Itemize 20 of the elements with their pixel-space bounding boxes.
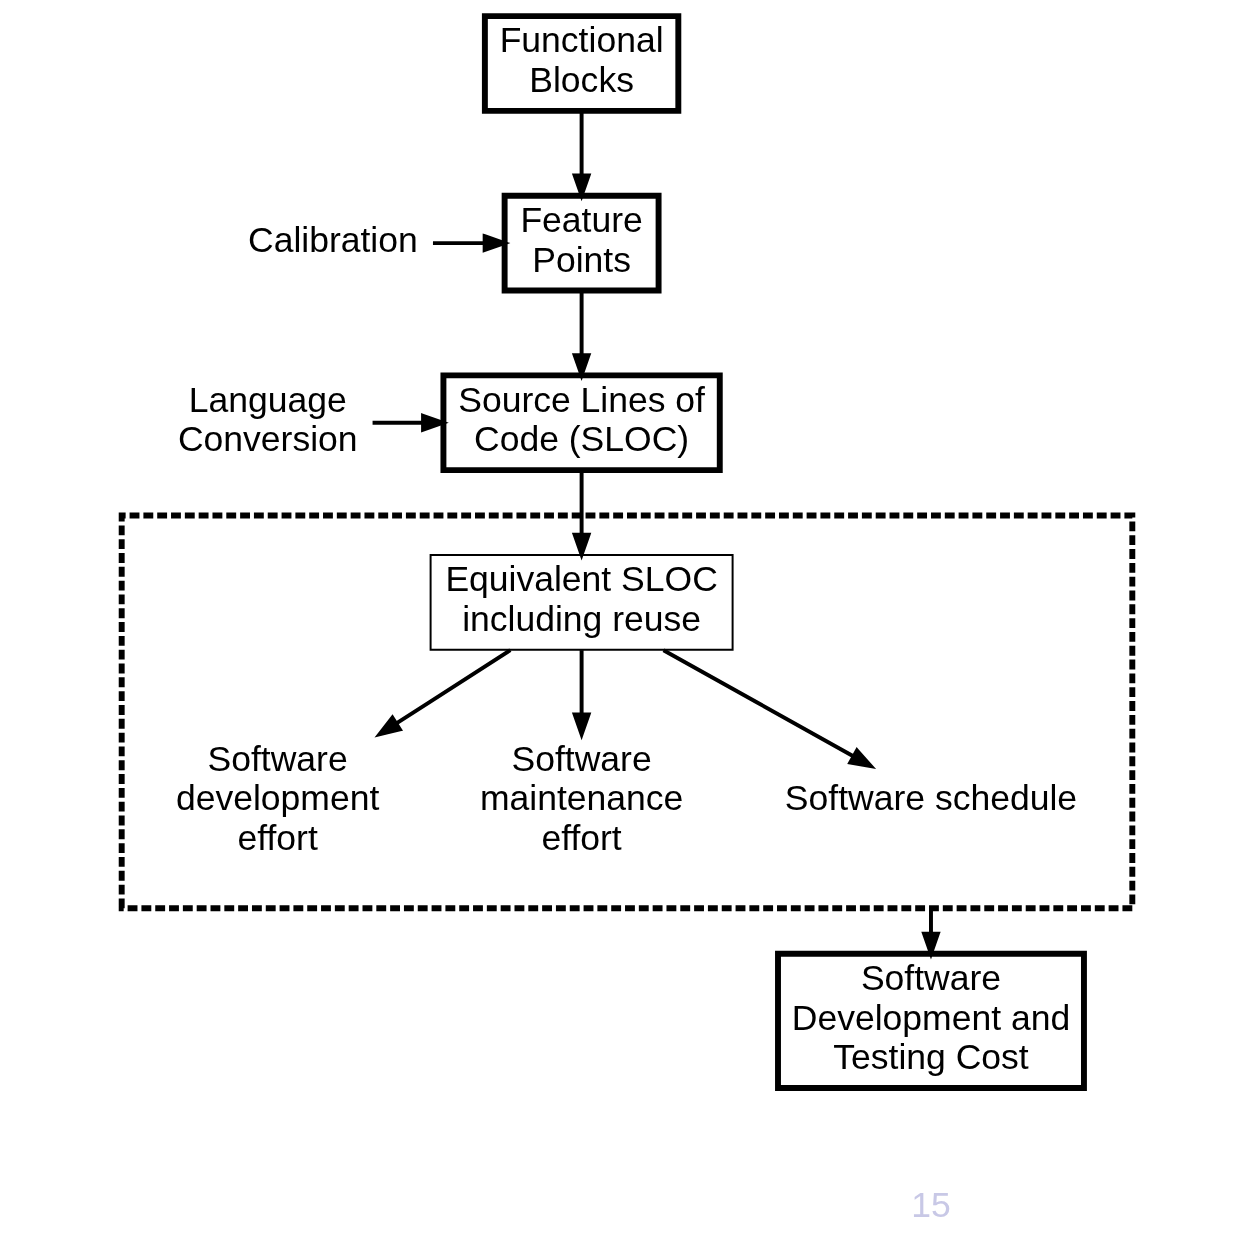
node-box: Functional Blocks: [481, 13, 681, 114]
node-text: Calibration: [247, 219, 418, 260]
node-text: Software maintenance effort: [479, 738, 683, 858]
node-box: Software Development and Testing Cost: [774, 950, 1087, 1091]
arrow: [374, 648, 511, 738]
arrow: [571, 111, 591, 202]
node-box: Source Lines of Code (SLOC): [439, 372, 723, 474]
arrow: [571, 650, 591, 741]
arrow: [920, 908, 941, 960]
arrow: [571, 291, 591, 381]
arrow: [662, 648, 876, 770]
arrow: [432, 233, 510, 253]
node-text: Software development effort: [175, 738, 379, 858]
node-text: Language Conversion: [177, 379, 358, 460]
arrow: [571, 470, 591, 561]
node-box: Equivalent SLOC including reuse: [429, 554, 734, 651]
node-box: Feature Points: [501, 192, 662, 294]
cluster: [118, 512, 1135, 912]
node-text: Software schedule: [784, 778, 1077, 819]
arrow: [372, 413, 449, 433]
